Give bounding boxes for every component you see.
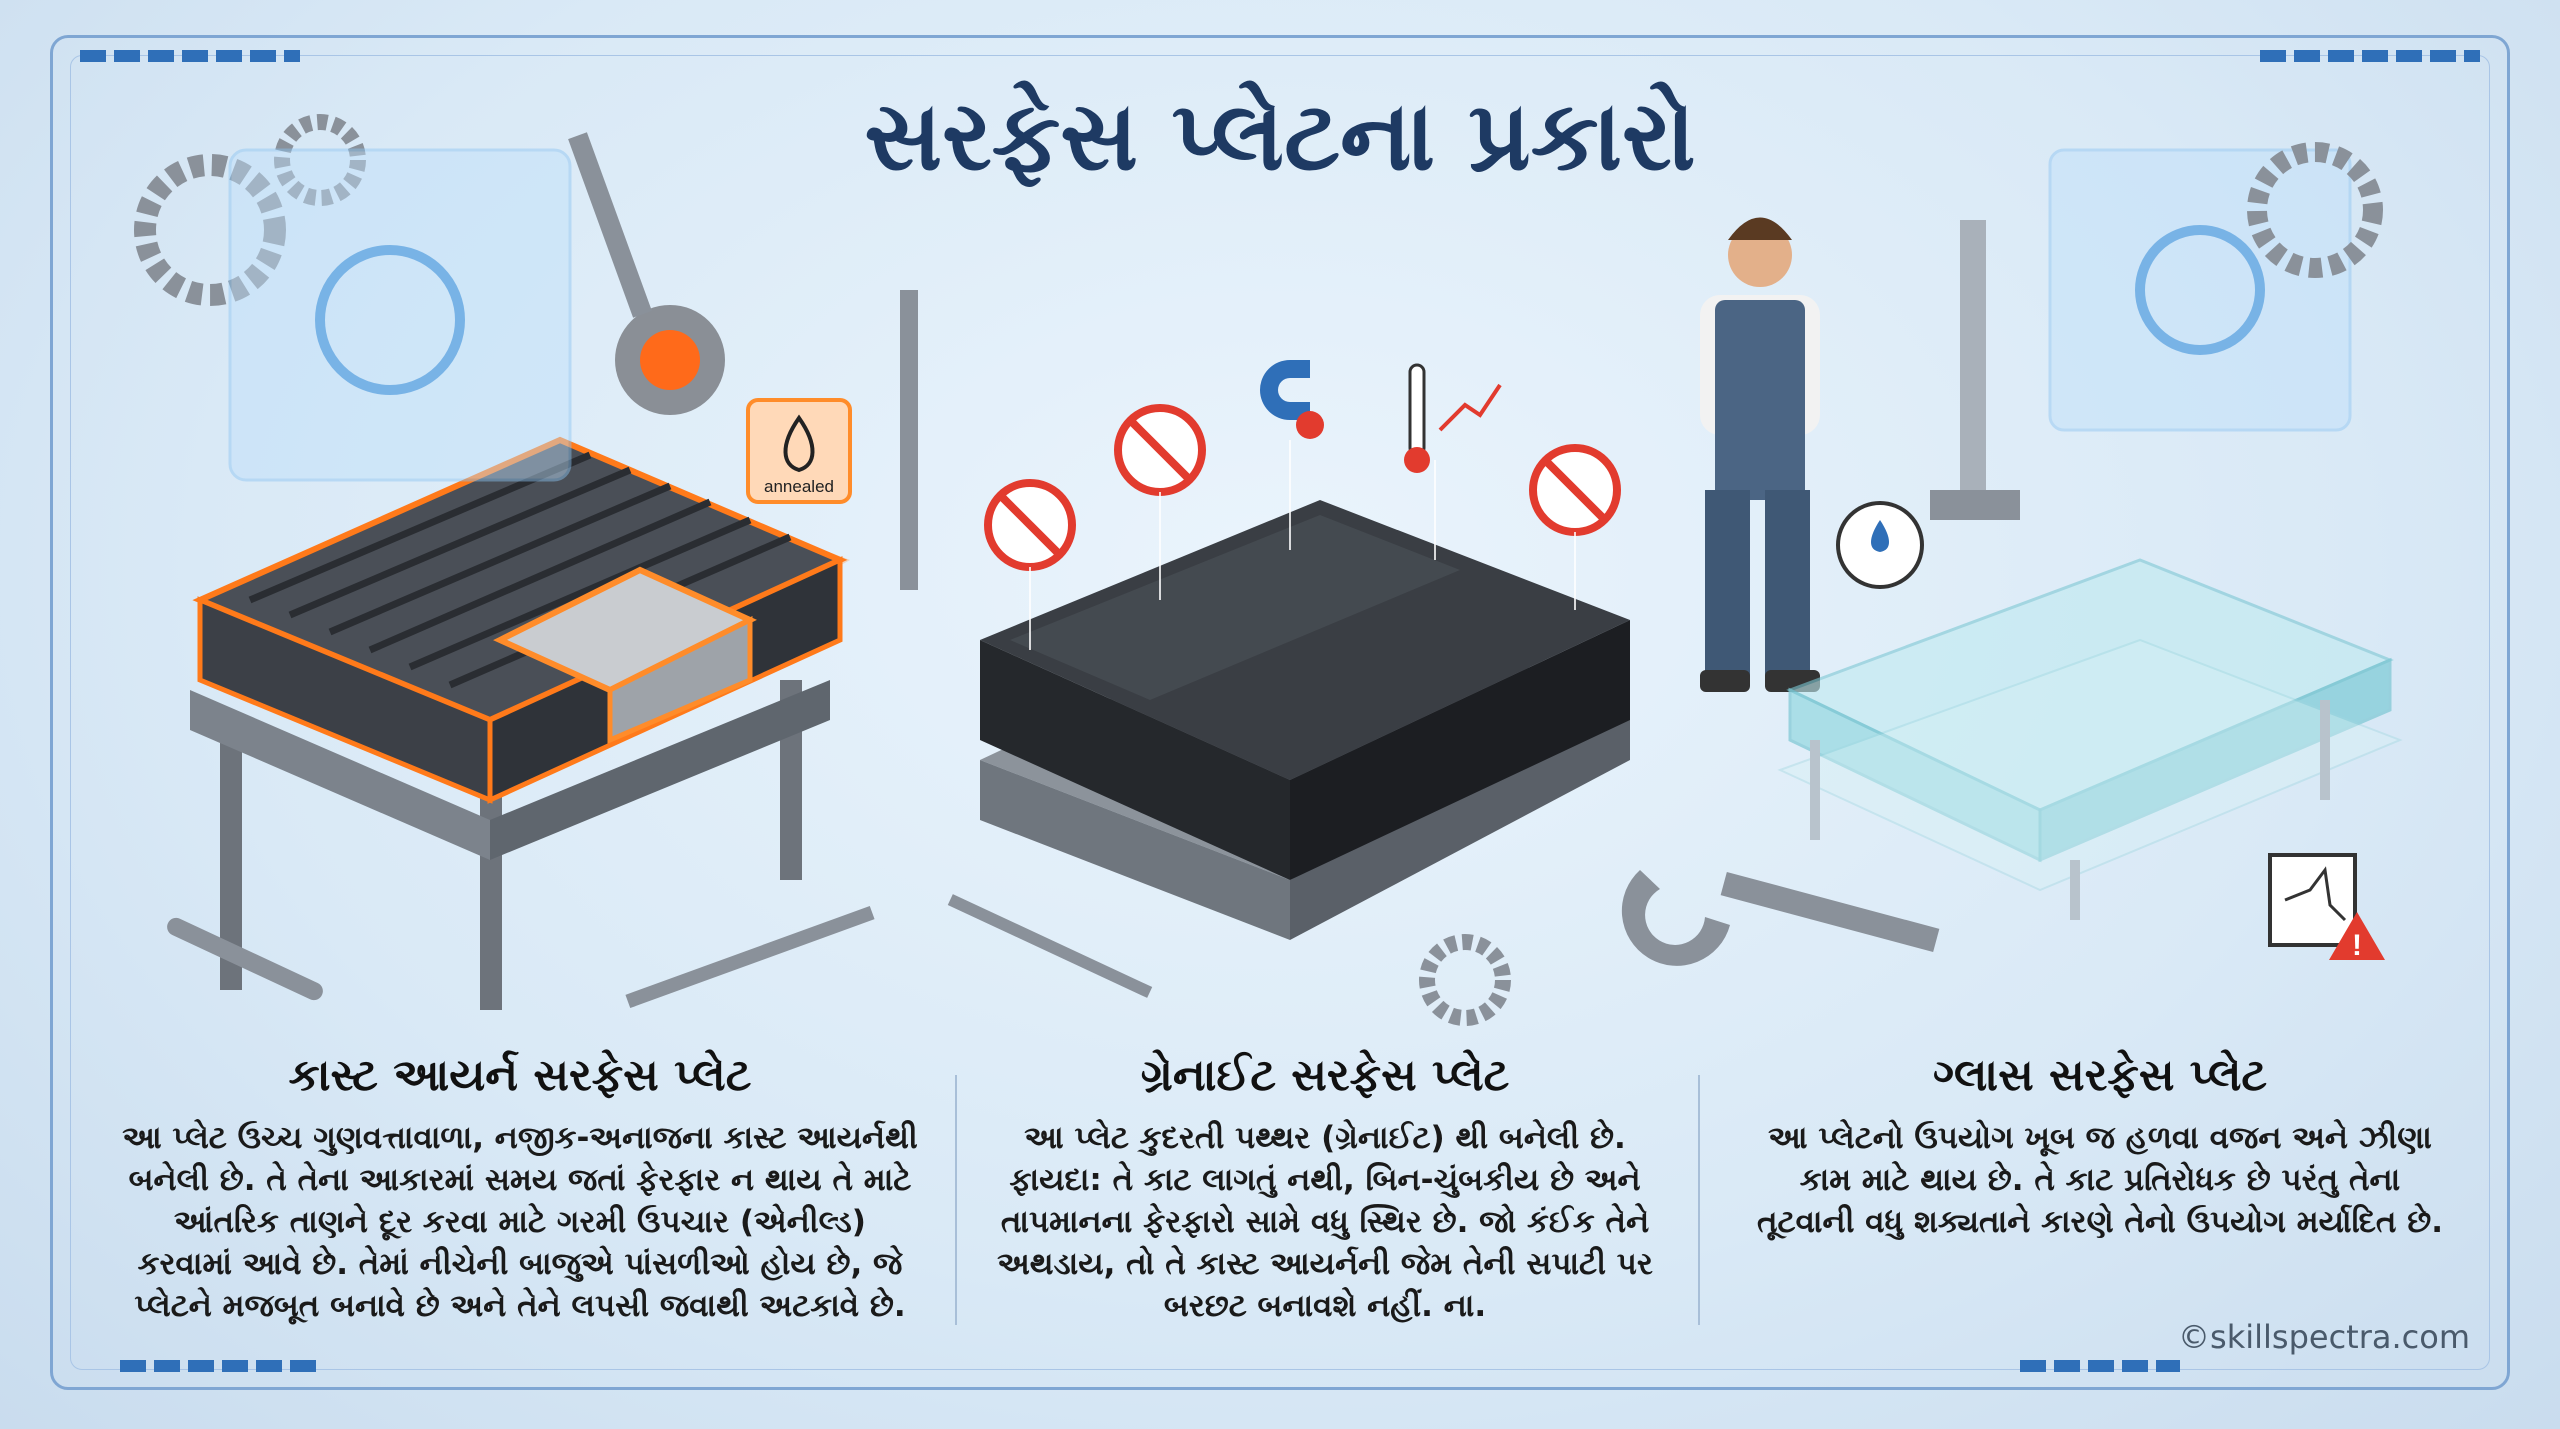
- no-rust-icon: [984, 479, 1076, 571]
- thermometer-icon: [1404, 363, 1502, 473]
- cast-iron-heading: કાસ્ટ આયર્ન સરફેસ પ્લેટ: [288, 1050, 752, 1101]
- glass-section: ગ્લાસ સરફેસ પ્લેટ આ પ્લેટનો ઉપયોગ ખૂબ જ …: [1720, 1050, 2480, 1243]
- svg-text:!: !: [2352, 929, 2362, 962]
- glass-plate-illustration: !: [1777, 142, 2403, 962]
- cast-iron-line: કરવામાં આવે છે. તેમાં નીચેની બાજુએ પાંસળ…: [137, 1246, 903, 1282]
- worker-illustration: [1700, 217, 1820, 692]
- glass-line: તૂટવાની વધુ શક્યતાને કારણે તેનો ઉપયોગ મર…: [1756, 1204, 2444, 1240]
- watermark: ©skillspectra.com: [2178, 1318, 2470, 1356]
- page-title: સરફેસ પ્લેટના પ્રકારો: [864, 80, 1696, 192]
- inner-frame: [70, 55, 2490, 1370]
- granite-line: આ પ્લેટ કુદરતી પથ્થર (ગ્રેનાઈટ) થી બનેલી…: [1024, 1120, 1626, 1156]
- outer-frame: [50, 35, 2510, 1390]
- glass-line: આ પ્લેટનો ઉપયોગ ખૂબ જ હળવા વજન અને ઝીણા: [1768, 1120, 2432, 1156]
- section-divider: [955, 1075, 957, 1325]
- granite-plate-illustration: [980, 360, 1630, 940]
- cast-iron-section: કાસ્ટ આયર્ન સરફેસ પ્લેટ આ પ્લેટ ઉચ્ચ ગુણ…: [110, 1050, 930, 1327]
- magnet-icon: [1260, 360, 1324, 439]
- cast-iron-line: બનેલી છે. તે તેના આકારમાં સમય જતાં ફેરફા…: [128, 1162, 912, 1198]
- cast-iron-line: આ પ્લેટ ઉચ્ચ ગુણવત્તાવાળા, નજીક-અનાજના ક…: [122, 1120, 918, 1156]
- frame-accent: [80, 50, 300, 62]
- granite-section: ગ્રેનાઈટ સરફેસ પ્લેટ આ પ્લેટ કુદરતી પથ્થ…: [970, 1050, 1680, 1327]
- frame-accent: [2020, 1360, 2180, 1372]
- cast-iron-line: પ્લેટને મજબૂત બનાવે છે અને તેને લપસી જવા…: [134, 1288, 906, 1324]
- no-scratch-icon: [1529, 444, 1621, 536]
- annealed-label: annealed: [764, 477, 834, 496]
- water-drop-icon: [1836, 501, 1924, 589]
- section-divider: [1698, 1075, 1700, 1325]
- annealed-badge: annealed: [746, 398, 852, 504]
- granite-line: બરછટ બનાવશે નહીં. ના.: [1163, 1288, 1487, 1324]
- frame-accent: [120, 1360, 320, 1372]
- glass-line: કામ માટે થાય છે. તે કાટ પ્રતિરોધક છે પરં…: [1799, 1162, 2401, 1198]
- cast-iron-plate-illustration: [134, 114, 850, 1010]
- non-magnetic-icon: [1114, 404, 1206, 496]
- granite-heading: ગ્રેનાઈટ સરફેસ પ્લેટ: [1140, 1050, 1510, 1101]
- cast-iron-line: આંતરિક તાણને દૂર કરવા માટે ગરમી ઉપચાર (એ…: [174, 1204, 866, 1240]
- granite-line: તાપમાનના ફેરફારો સામે વધુ સ્થિર છે. જો ક…: [1000, 1204, 1650, 1240]
- glass-heading: ગ્લાસ સરફેસ પ્લેટ: [1932, 1050, 2268, 1101]
- tools-decoration: [167, 132, 1940, 1026]
- frame-accent: [2260, 50, 2480, 62]
- granite-line: અથડાય, તો તે કાસ્ટ આયર્નની જેમ તેની સપાટ…: [997, 1246, 1653, 1282]
- broken-glass-warning-icon: !: [2268, 853, 2385, 962]
- granite-line: ફાયદા: તે કાટ લાગતું નથી, બિન-ચુંબકીય છે…: [1009, 1162, 1641, 1198]
